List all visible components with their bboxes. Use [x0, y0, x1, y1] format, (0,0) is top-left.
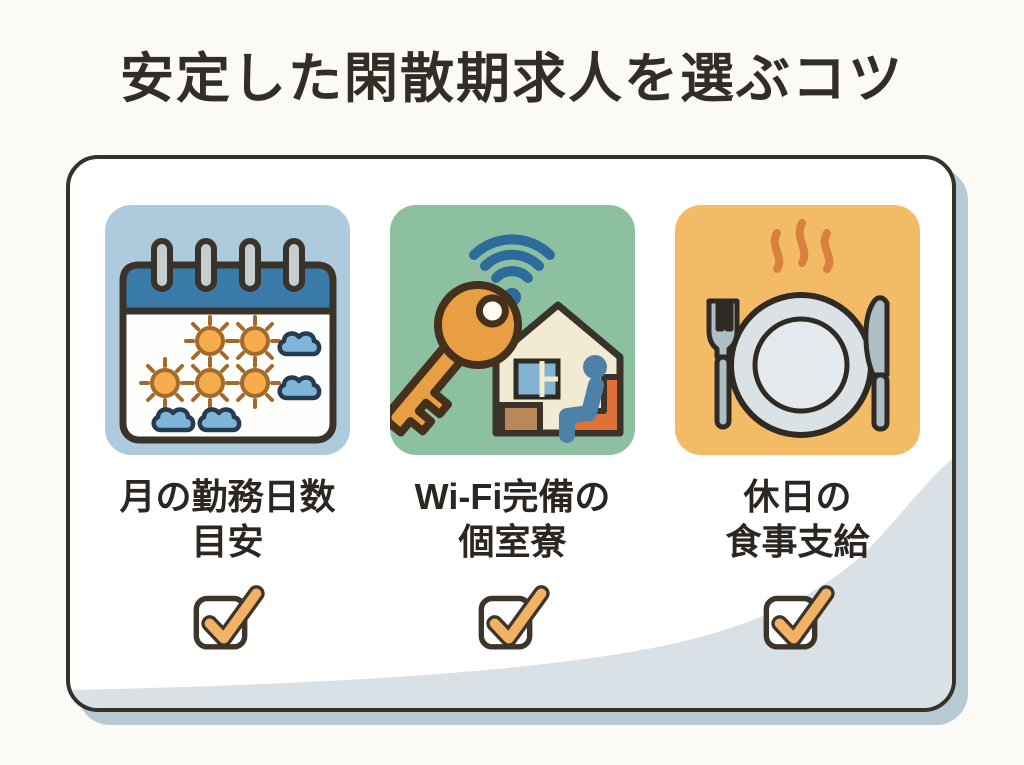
meal-tile: [675, 205, 920, 455]
feature-column-holiday-meals: 休日の 食事支給: [675, 205, 920, 657]
swoosh-background: [70, 459, 952, 708]
furniture-box: [499, 402, 543, 436]
feature-label-wifi-dorm: Wi-Fi完備の 個室寮: [414, 476, 611, 562]
calendar-tile: [105, 205, 350, 455]
plate-cutlery-icon: [706, 219, 890, 438]
calendar-header: [119, 261, 337, 315]
feature-column-work-days: 月の勤務日数 目安: [105, 205, 350, 657]
page-title: 安定した閑散期求人を選ぶコツ: [120, 49, 904, 109]
dorm-tile: [390, 205, 635, 455]
calendar-rings: [151, 238, 305, 292]
feature-label-work-days: 月の勤務日数 目安: [119, 476, 336, 562]
main-panel: 月の勤務日数 目安: [66, 155, 956, 712]
house-icon: [492, 301, 624, 443]
key-house-wifi-icon: [390, 234, 624, 443]
steam-icon: [770, 219, 834, 273]
checkbox-checked-work-days[interactable]: [188, 580, 268, 657]
feature-label-holiday-meals: 休日の 食事支給: [725, 476, 870, 562]
checkbox-checked-wifi-dorm[interactable]: [473, 580, 553, 657]
window-icon: [513, 358, 561, 400]
key-icon: [390, 281, 522, 437]
plate-icon: [728, 292, 874, 438]
person-icon: [559, 355, 607, 443]
calendar-sun-cloud-icon: [119, 238, 337, 444]
checkbox-checked-holiday-meals[interactable]: [758, 580, 838, 657]
fork-icon: [706, 298, 740, 430]
feature-column-wifi-dorm: Wi-Fi完備の 個室寮: [390, 205, 635, 657]
knife-icon: [863, 295, 890, 432]
